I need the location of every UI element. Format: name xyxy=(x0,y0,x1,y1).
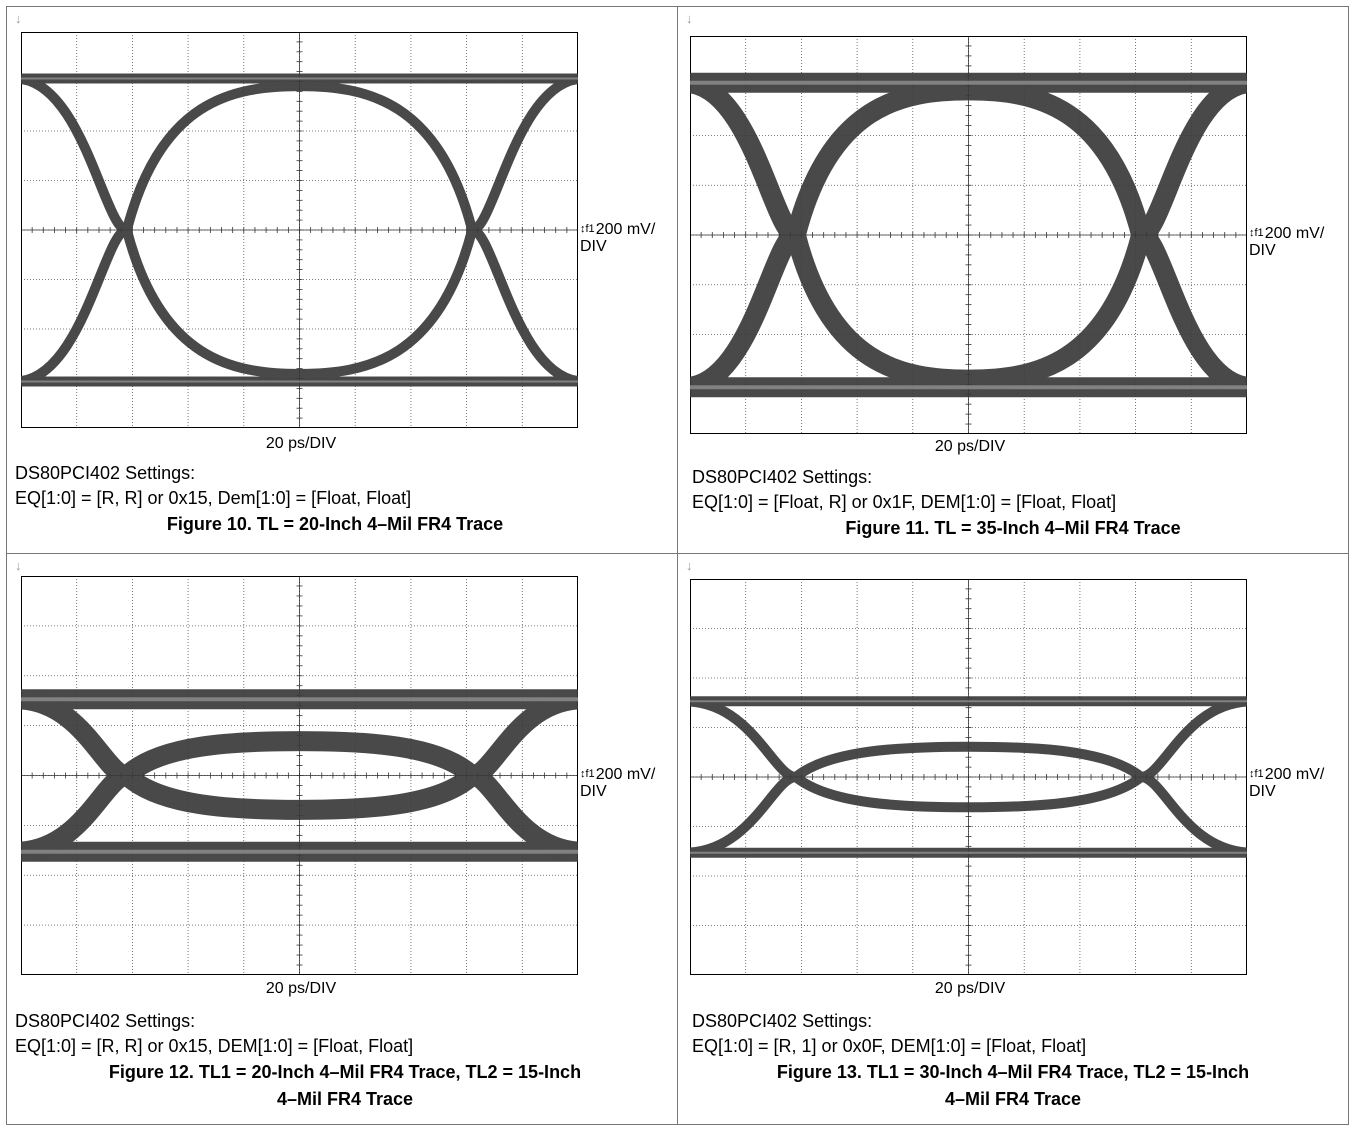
figure-title: Figure 11. TL = 35-Inch 4–Mil FR4 Trace xyxy=(845,518,1181,538)
vertical-scale-label: ↕f1200 mV/ DIV xyxy=(580,221,656,255)
horizontal-scale-label: 20 ps/DIV xyxy=(265,980,337,997)
figure-grid: ↓ ↕f1200 mV/ DIV 20 ps/DIV DS80PCI402 Se… xyxy=(6,6,1349,1125)
eye-upper-trace xyxy=(21,74,578,386)
scope-graticule xyxy=(21,576,578,975)
scope-frame xyxy=(21,32,578,428)
eye-highlight xyxy=(690,80,1247,390)
eye-upper-trace xyxy=(690,73,1247,397)
settings-line: EQ[1:0] = [Float, R] or 0x1F, DEM[1:0] =… xyxy=(692,492,1117,512)
trigger-marker-icon: ↓ xyxy=(686,558,693,573)
settings-line: EQ[1:0] = [R, R] or 0x15, Dem[1:0] = [Fl… xyxy=(15,488,412,508)
figure-cell-13: ↓ ↕f1200 mV/ DIV 20 ps/DIV DS80PCI402 Se… xyxy=(677,553,1349,1125)
oscilloscope-eye-diagram xyxy=(21,576,578,975)
eye-upper-trace xyxy=(690,696,1247,858)
horizontal-scale-label: 20 ps/DIV xyxy=(934,980,1006,997)
figure-title: Figure 10. TL = 20-Inch 4–Mil FR4 Trace xyxy=(166,514,504,534)
eye-lower-trace xyxy=(21,74,578,386)
channel-marker-icon: ↕f1 xyxy=(1249,768,1264,780)
eye-upper-trace xyxy=(21,689,578,862)
figure-cell-10: ↓ ↕f1200 mV/ DIV 20 ps/DIV DS80PCI402 Se… xyxy=(6,6,678,554)
vertical-scale-label: ↕f1200 mV/ DIV xyxy=(1249,766,1325,800)
vertical-scale-label: ↕f1200 mV/ DIV xyxy=(1249,225,1325,259)
eye-lower-trace xyxy=(21,689,578,862)
horizontal-scale-label: 20 ps/DIV xyxy=(265,435,337,452)
oscilloscope-eye-diagram xyxy=(21,32,578,428)
eye-lower-trace xyxy=(690,73,1247,397)
channel-marker-icon: ↕f1 xyxy=(580,223,595,235)
trigger-marker-icon: ↓ xyxy=(15,558,22,573)
settings-line: EQ[1:0] = [R, R] or 0x15, DEM[1:0] = [Fl… xyxy=(15,1036,414,1056)
trigger-marker-icon: ↓ xyxy=(686,11,693,26)
scope-graticule xyxy=(21,32,578,428)
settings-label: DS80PCI402 Settings: xyxy=(692,1011,873,1031)
settings-line: EQ[1:0] = [R, 1] or 0x0F, DEM[1:0] = [Fl… xyxy=(692,1036,1087,1056)
scope-frame xyxy=(690,579,1247,975)
figure-cell-12: ↓ ↕f1200 mV/ DIV 20 ps/DIV DS80PCI402 Se… xyxy=(6,553,678,1125)
figure-cell-11: ↓ ↕f1200 mV/ DIV 20 ps/DIV DS80PCI402 Se… xyxy=(677,6,1349,554)
eye-highlight xyxy=(690,700,1247,854)
settings-label: DS80PCI402 Settings: xyxy=(15,463,196,483)
eye-highlight xyxy=(21,77,578,383)
vertical-scale-label: ↕f1200 mV/ DIV xyxy=(580,766,656,800)
channel-marker-icon: ↕f1 xyxy=(580,768,595,780)
figure-title: Figure 12. TL1 = 20-Inch 4–Mil FR4 Trace… xyxy=(108,1062,582,1109)
horizontal-scale-label: 20 ps/DIV xyxy=(934,438,1006,455)
channel-marker-icon: ↕f1 xyxy=(1249,227,1264,239)
scope-graticule xyxy=(690,579,1247,975)
scope-frame xyxy=(21,576,578,975)
eye-lower-trace xyxy=(690,696,1247,858)
trigger-marker-icon: ↓ xyxy=(15,11,22,26)
settings-label: DS80PCI402 Settings: xyxy=(15,1011,196,1031)
oscilloscope-eye-diagram xyxy=(690,36,1247,434)
figure-title: Figure 13. TL1 = 30-Inch 4–Mil FR4 Trace… xyxy=(776,1062,1250,1109)
eye-highlight xyxy=(21,697,578,854)
scope-frame xyxy=(690,36,1247,434)
oscilloscope-eye-diagram xyxy=(690,579,1247,975)
settings-label: DS80PCI402 Settings: xyxy=(692,467,873,487)
